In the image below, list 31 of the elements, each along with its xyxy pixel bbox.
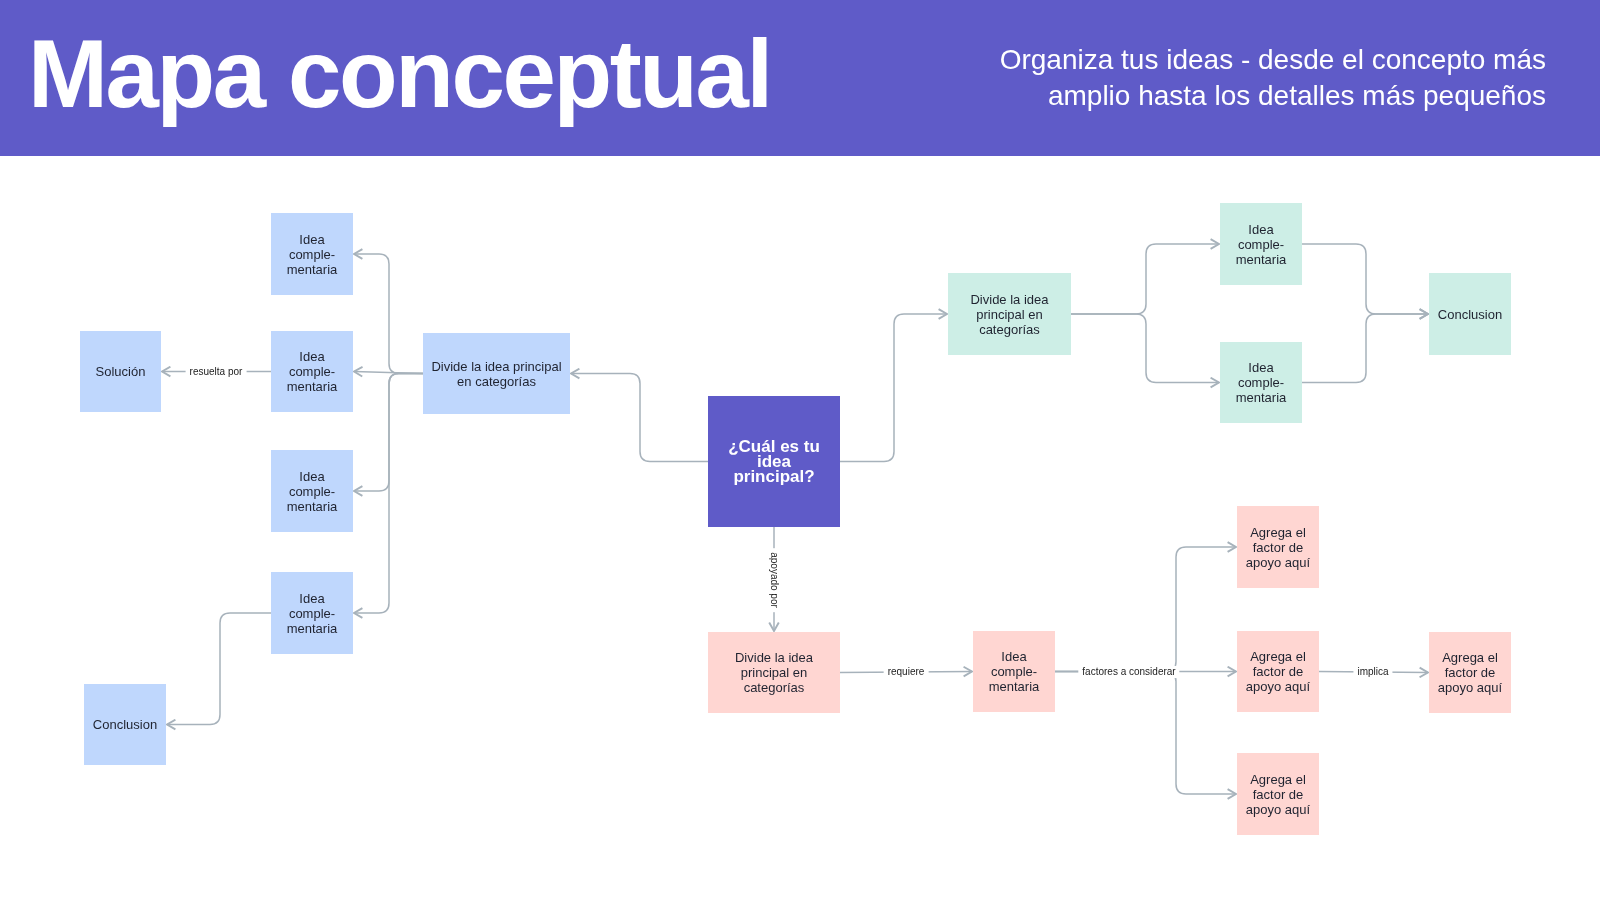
factor-box: Agrega el factor de apoyo aquí <box>1237 506 1319 588</box>
factor-box: Agrega el factor de apoyo aquí <box>1237 753 1319 835</box>
edge-label: implica <box>1353 666 1393 678</box>
title: Mapa conceptual <box>28 19 771 129</box>
idea-box: Idea comple- mentaria <box>1220 342 1302 423</box>
idea-box: Idea comple- mentaria <box>271 572 353 654</box>
connector-arrow <box>839 308 948 463</box>
solution-box: Solución <box>80 331 161 412</box>
conclusion-box: Conclusion <box>1429 273 1511 355</box>
edge-label: resuelta por <box>185 366 247 378</box>
connector-arrow <box>166 612 272 731</box>
idea-box: Idea comple- mentaria <box>1220 203 1302 285</box>
edge-label: apoyado por <box>768 548 780 612</box>
category-box: Divide la idea principal en categorías <box>948 273 1071 355</box>
connector-arrow <box>1070 313 1220 389</box>
connector-arrow <box>570 367 709 463</box>
edge-label: requiere <box>883 666 929 678</box>
idea-box: Idea comple- mentaria <box>973 631 1055 712</box>
main-idea-box: ¿Cuál es tu idea principal? <box>708 396 840 527</box>
factor-box: Agrega el factor de apoyo aquí <box>1237 631 1319 712</box>
subtitle: Organiza tus ideas - desde el concepto más amplio hasta los detalles más pequeños <box>998 43 1546 113</box>
edge-label: factores a considerar <box>1078 666 1180 678</box>
connector-arrow <box>353 372 424 619</box>
conclusion-box: Conclusion <box>84 684 166 765</box>
category-box: Divide la idea principal en categorías <box>708 632 840 713</box>
idea-box: Idea comple- mentaria <box>271 450 353 532</box>
idea-box: Idea comple- mentaria <box>271 331 353 412</box>
idea-box: Idea comple- mentaria <box>271 213 353 295</box>
factor-box: Agrega el factor de apoyo aquí <box>1429 632 1511 713</box>
category-box: Divide la idea principal en categorías <box>423 333 570 414</box>
connector-arrow <box>1301 308 1429 384</box>
